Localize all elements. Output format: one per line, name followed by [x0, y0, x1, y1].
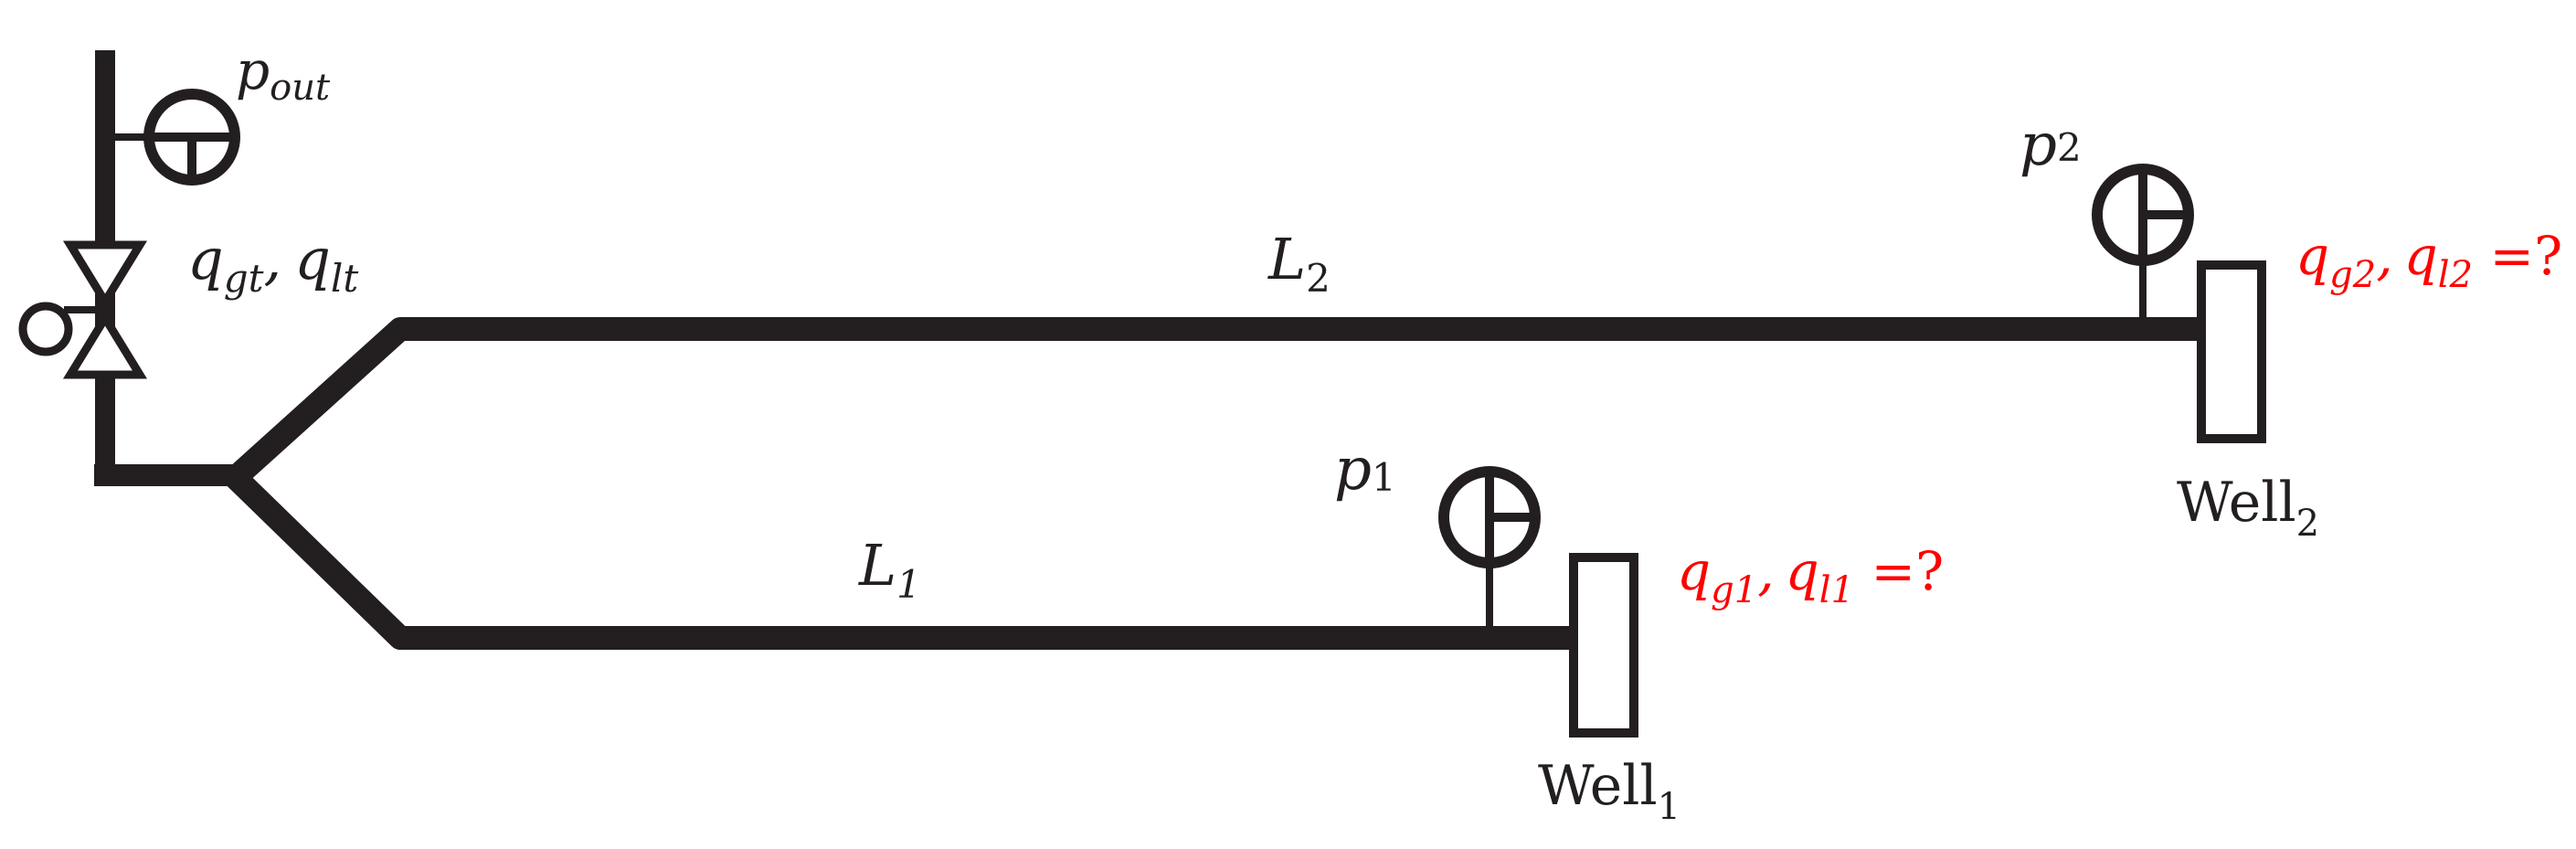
label-p-out: pout: [236, 39, 331, 109]
well-1-icon: [1569, 553, 1638, 738]
label-q-well2: qg2,ql2 =?: [2295, 225, 2562, 296]
pipe-L1: [224, 466, 1581, 650]
choke-valve-icon: [18, 240, 148, 379]
label-well2: Well2: [2177, 471, 2319, 545]
pressure-gauge-p2-icon: [2092, 164, 2194, 266]
well-2-icon: [2197, 260, 2266, 443]
pressure-gauge-out-icon: [143, 89, 240, 186]
label-well1: Well1: [1538, 754, 1680, 828]
label-q-well1: qg1,ql1 =?: [1677, 540, 1944, 611]
pressure-gauge-p1-icon: [1438, 466, 1541, 568]
label-L1: L1: [858, 532, 921, 607]
label-p2: p2: [2019, 111, 2082, 179]
label-L2: L2: [1267, 226, 1330, 301]
pipe-L2: [225, 317, 2211, 489]
label-p1: p1: [1334, 436, 1396, 504]
label-q-total: qgt,qlt: [187, 226, 358, 301]
